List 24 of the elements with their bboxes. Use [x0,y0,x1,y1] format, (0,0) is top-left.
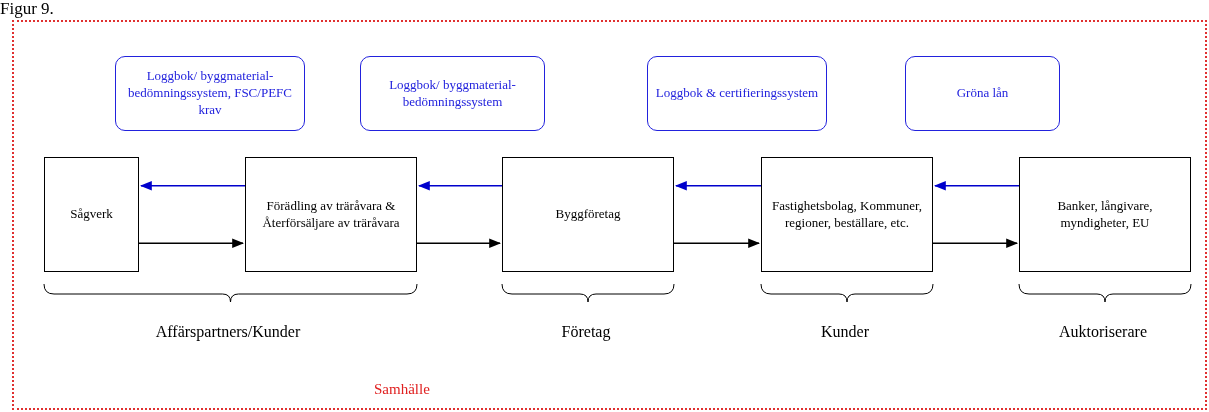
arrow [674,180,762,191]
group-label: Affärspartners/Kunder [155,323,301,341]
info-box: Loggbok & certifieringssystem [647,56,827,131]
arrow [417,180,503,191]
actor-box: Fastighetsbolag, Kommuner, regioner, beställare, etc. [761,157,933,272]
arrow [673,238,761,249]
arrow [139,180,246,191]
info-box: Loggbok/ byggmaterial-bedömningssystem, FSC/PEFC krav [115,56,305,131]
arrow [416,238,502,249]
figure-title: Figur 9. [0,0,54,18]
actor-box: Banker, långivare, myndigheter, EU [1019,157,1191,272]
region-title: Samhälle [374,380,430,399]
info-box: Loggbok/ byggmaterial-bedömningssystem [360,56,545,131]
actor-box: Byggföretag [502,157,674,272]
actor-box: Förädling av träråvara & Återförsäljare av träråvara [245,157,417,272]
arrow [138,238,245,249]
info-box: Gröna lån [905,56,1060,131]
region-border [12,20,1207,410]
group-label: Företag [561,323,611,341]
arrow [933,180,1020,191]
actor-box: Sågverk [44,157,139,272]
arrow [932,238,1019,249]
group-label: Auktoriserare [1059,323,1147,341]
group-label: Kunder [821,323,869,341]
